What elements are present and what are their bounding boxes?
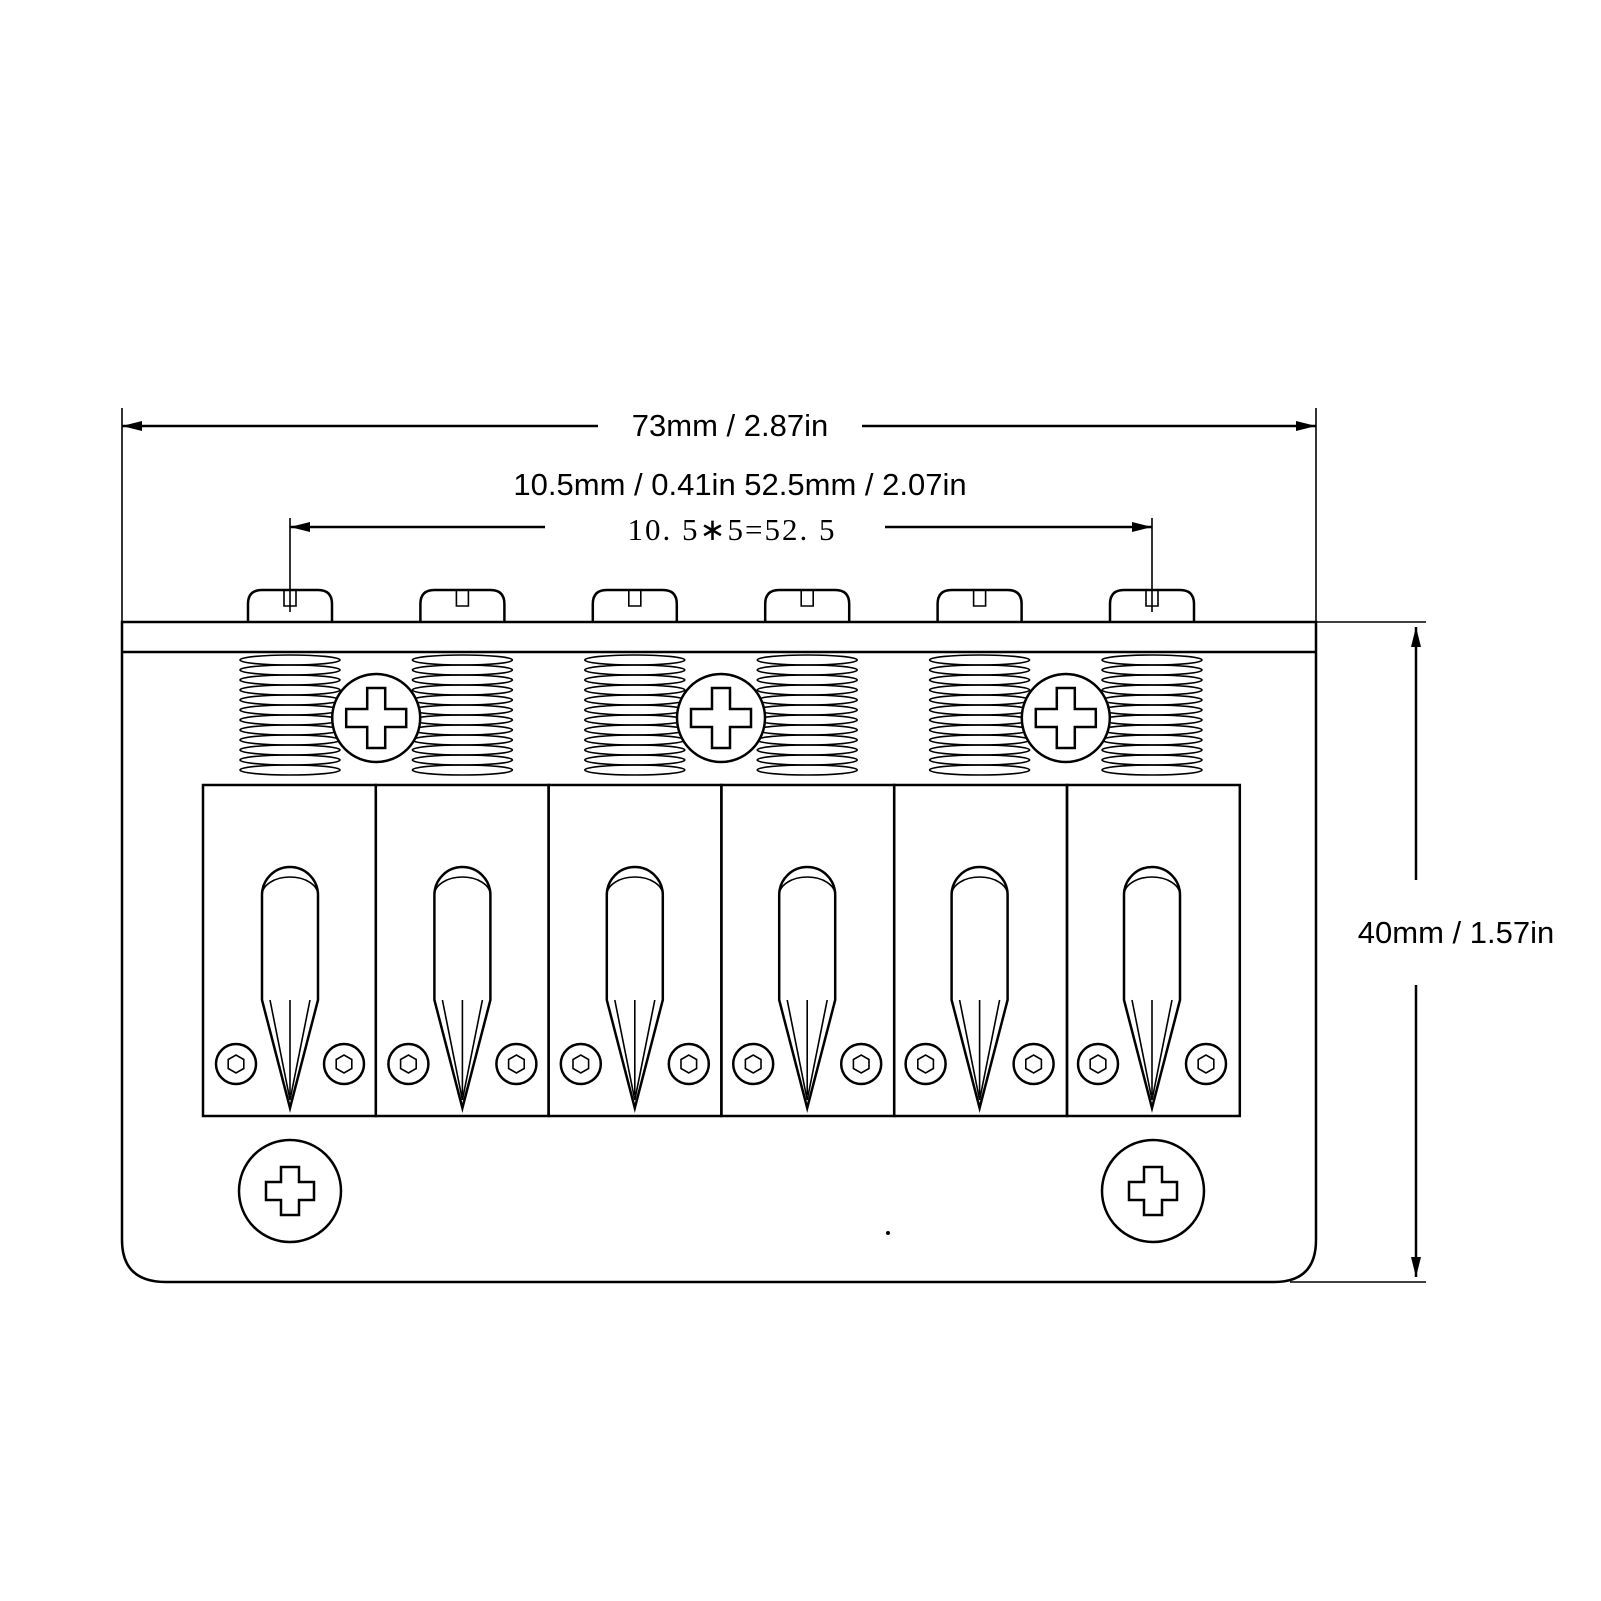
overall-height-label: 40mm / 1.57in [1358, 915, 1554, 950]
phillips-screw-icon [675, 672, 767, 764]
hex-screw-icon [495, 1042, 538, 1086]
overall-height-dimension: 40mm / 1.57in [1290, 621, 1554, 1283]
spring-coil [928, 654, 1031, 776]
intonation-screw-heads [246, 588, 1196, 622]
overall-width-dimension: 73mm / 2.87in [121, 408, 1317, 630]
slotted-screw-head-icon [763, 588, 851, 622]
bottom-mounting-screws [237, 1138, 1206, 1244]
saddle-3 [547, 783, 723, 1118]
back-mounting-screws [330, 672, 1112, 764]
saddle-6 [1065, 783, 1242, 1118]
phillips-screw-icon [330, 672, 422, 764]
spring-coil [756, 654, 859, 776]
plate-dot [886, 1231, 890, 1235]
hex-screw-icon [322, 1042, 366, 1086]
slotted-screw-head-icon [936, 588, 1023, 622]
spring-coil [411, 654, 514, 776]
saddle-5 [892, 783, 1069, 1118]
saddle-spacing-dimension: 10.5mm / 0.41in 52.5mm / 2.07in 10. 5∗5=… [289, 467, 1153, 612]
phillips-screw-icon [1100, 1138, 1206, 1244]
hex-screw-icon [1076, 1042, 1120, 1086]
slotted-screw-head-icon [1108, 588, 1196, 622]
slotted-screw-head-icon [419, 588, 506, 622]
saddle-spacing-label: 10.5mm / 0.41in 52.5mm / 2.07in [513, 467, 966, 502]
hex-screw-icon [1012, 1042, 1055, 1086]
phillips-screw-icon [1020, 672, 1112, 764]
saddle-1 [201, 783, 378, 1118]
saddle-4 [720, 783, 896, 1118]
hex-screw-icon [667, 1042, 711, 1086]
hex-screw-icon [731, 1042, 775, 1086]
hex-screw-icon [904, 1042, 947, 1086]
saddle-2 [374, 783, 550, 1118]
hex-screw-icon [214, 1042, 258, 1086]
overall-width-label: 73mm / 2.87in [632, 408, 828, 443]
saddles [201, 783, 1242, 1118]
spring-coil [1101, 654, 1203, 776]
base-plate [120, 620, 1318, 1284]
hex-screw-icon [839, 1042, 883, 1086]
hex-screw-icon [387, 1042, 430, 1086]
hex-screw-icon [559, 1042, 603, 1086]
hex-screw-icon [1184, 1042, 1228, 1086]
slotted-screw-head-icon [246, 588, 334, 622]
slotted-screw-head-icon [591, 588, 679, 622]
spacing-formula-label: 10. 5∗5=52. 5 [628, 512, 837, 547]
spring-coil [239, 654, 341, 776]
spring-coil [583, 654, 686, 776]
phillips-screw-icon [237, 1138, 343, 1244]
